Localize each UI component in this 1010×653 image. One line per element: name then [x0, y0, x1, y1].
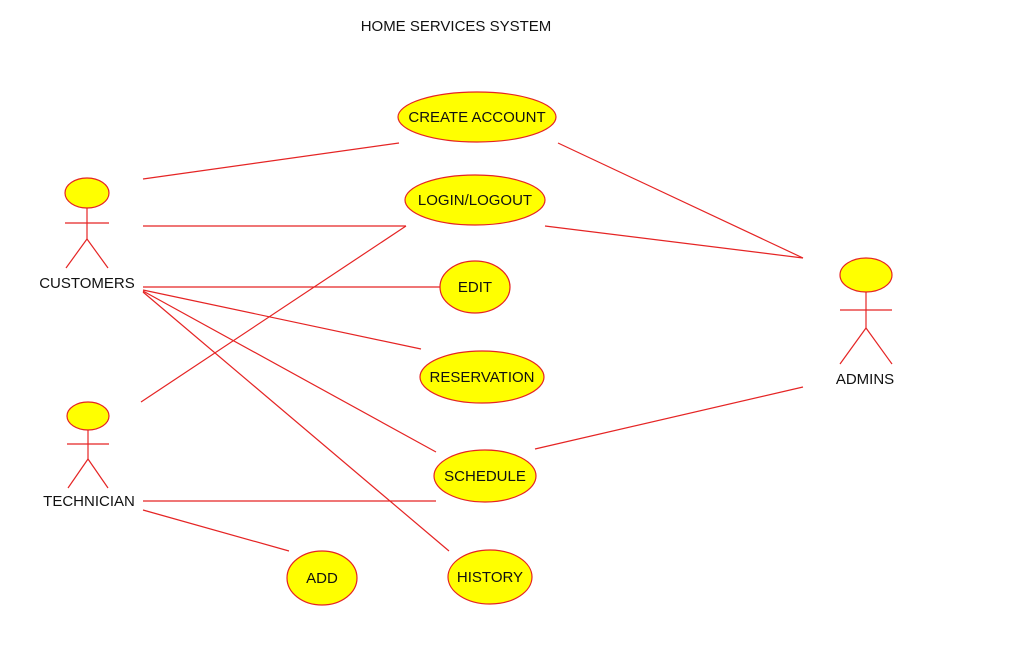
use-case-label: ADD [306, 570, 338, 587]
association-admins-schedule [534, 386, 804, 450]
use-case-login-logout: LOGIN/LOGOUT [404, 174, 546, 226]
association-admins-create-account [557, 142, 804, 259]
use-case-label: CREATE ACCOUNT [408, 109, 545, 126]
associations [140, 142, 804, 552]
use-case-schedule: SCHEDULE [433, 449, 537, 503]
association-customers-reservation [142, 289, 422, 350]
actor-leg-left [839, 327, 867, 365]
use-case-ellipse [447, 549, 533, 605]
association-customers-schedule [142, 290, 437, 453]
association-admins-login-logout [544, 225, 804, 259]
actor-technician: TECHNICIAN [43, 401, 135, 510]
use-case-ellipse [404, 174, 546, 226]
actor-label: CUSTOMERS [39, 275, 135, 292]
use-case-label: SCHEDULE [444, 468, 526, 485]
actor-label: ADMINS [836, 371, 894, 388]
actor-leg-right [86, 238, 109, 269]
actor-head [66, 401, 110, 431]
use-case-label: RESERVATION [429, 369, 534, 386]
use-case-label: HISTORY [457, 569, 523, 586]
actor-leg-right [865, 327, 893, 365]
use-case-history: HISTORY [447, 549, 533, 605]
actor-customers: CUSTOMERS [39, 177, 135, 292]
association-technician-add [142, 509, 290, 552]
actor-head [64, 177, 110, 209]
actor-leg-right [87, 458, 109, 489]
actor-admins: ADMINS [836, 257, 894, 388]
association-technician-login-logout [140, 225, 407, 403]
diagram-title: HOME SERVICES SYSTEM [361, 18, 552, 35]
use-case-label: LOGIN/LOGOUT [418, 192, 532, 209]
actor-head [839, 257, 893, 293]
use-case-ellipse [433, 449, 537, 503]
use-case-reservation: RESERVATION [419, 350, 545, 404]
actor-leg-left [65, 238, 88, 269]
use-case-ellipse [439, 260, 511, 314]
actor-label: TECHNICIAN [43, 493, 135, 510]
association-customers-create-account [142, 142, 400, 180]
use-case-label: EDIT [458, 279, 492, 296]
actor-leg-left [67, 458, 89, 489]
use-case-edit: EDIT [439, 260, 511, 314]
use-case-add: ADD [286, 550, 358, 606]
use-case-ellipse [397, 91, 557, 143]
use-case-ellipse [419, 350, 545, 404]
use-case-ellipse [286, 550, 358, 606]
association-customers-history [142, 291, 450, 552]
use-case-create-account: CREATE ACCOUNT [397, 91, 557, 143]
